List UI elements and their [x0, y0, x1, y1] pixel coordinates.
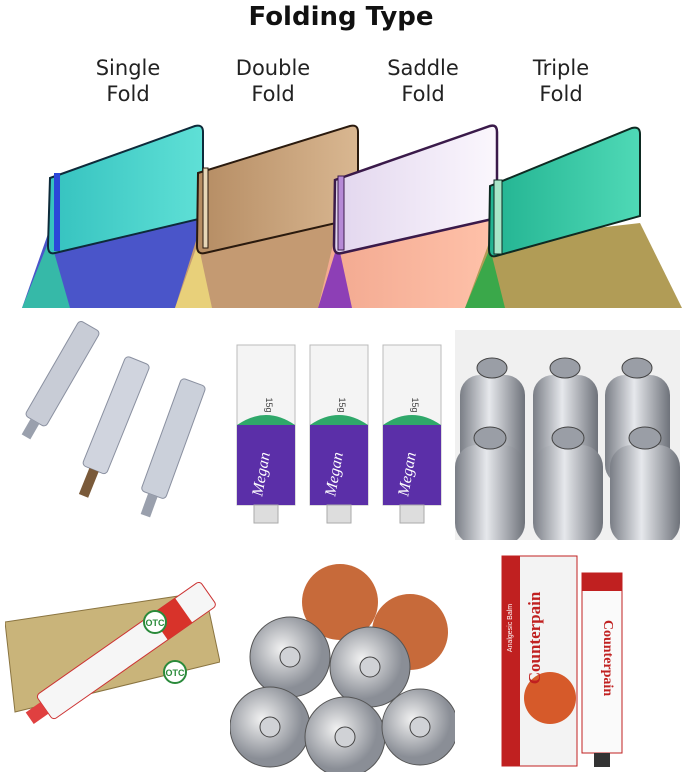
- folding-diagram: [22, 124, 682, 308]
- photo-aluminum-bottles: [455, 330, 680, 540]
- photo-counterpain: Counterpain Analgesic Balm Counterpain: [500, 548, 630, 772]
- aluminum-bottle: [610, 426, 680, 540]
- page-title: Folding Type: [248, 2, 434, 32]
- counterpain-tube-cap: [594, 753, 610, 767]
- saddle-fold-edge: [337, 175, 345, 251]
- triple-fold-cone: [465, 248, 505, 308]
- megan-tube: [382, 344, 442, 524]
- megan-tube: [236, 344, 296, 524]
- triple-fold-flap: [487, 126, 641, 258]
- otc-badge-icon: [143, 610, 167, 634]
- fold-label-line: Fold: [539, 82, 583, 106]
- silver-tube: [21, 321, 100, 440]
- tube-nozzle: [334, 726, 356, 748]
- fold-label-double: Double Fold: [218, 55, 328, 107]
- silver-tube: [78, 356, 150, 498]
- otc-badge-icon: [163, 660, 187, 684]
- single-fold-cone: [22, 238, 70, 308]
- counterpain-figure-icon: [524, 672, 576, 724]
- double-fold-cone: [175, 243, 212, 308]
- counterpain-brand-text: Counterpain: [600, 620, 615, 696]
- saddle-fold-cone: [318, 243, 352, 308]
- megan-tube: [309, 344, 369, 524]
- fold-label-line: Saddle: [387, 56, 459, 80]
- fold-label-triple: Triple Fold: [506, 55, 616, 107]
- photo-stacked-tubes: [230, 562, 455, 772]
- fold-label-line: Fold: [106, 82, 150, 106]
- fold-label-single: Single Fold: [73, 55, 183, 107]
- orange-tube-end: [302, 564, 378, 640]
- fold-label-saddle: Saddle Fold: [368, 55, 478, 107]
- fold-label-line: Double: [235, 56, 311, 80]
- tube-nozzle: [359, 656, 381, 678]
- aluminum-bottle: [455, 426, 525, 540]
- megan-weight-text: 15g: [337, 397, 347, 412]
- counterpain-brand-text: Counterpain: [525, 591, 544, 684]
- counterpain-label-text: Analgesic Balm: [507, 604, 514, 652]
- tube-nozzle: [409, 716, 431, 738]
- silver-tube: [140, 378, 206, 518]
- tube-nozzle: [259, 716, 281, 738]
- photo-silver-nozzle-tubes: [5, 318, 220, 540]
- fold-label-line: Fold: [251, 82, 295, 106]
- ointment-tube: [25, 581, 216, 724]
- photo-otc-ointment: OTC OTC: [5, 552, 220, 772]
- single-fold-edge: [54, 173, 60, 251]
- otc-badge-text: OTC: [166, 668, 185, 678]
- fold-label-line: Fold: [401, 82, 445, 106]
- otc-badge-text: OTC: [146, 618, 165, 628]
- photo-megan-tubes: Megan Megan Megan 15g 15g 15g: [232, 325, 450, 530]
- aluminum-bottle: [533, 426, 603, 540]
- double-fold-edge: [202, 167, 209, 249]
- megan-weight-text: 15g: [264, 397, 274, 412]
- fold-label-line: Single: [95, 56, 161, 80]
- tube-nozzle: [279, 646, 301, 668]
- triple-fold-edge: [493, 179, 503, 255]
- fold-label-line: Triple: [532, 56, 590, 80]
- megan-weight-text: 15g: [410, 397, 420, 412]
